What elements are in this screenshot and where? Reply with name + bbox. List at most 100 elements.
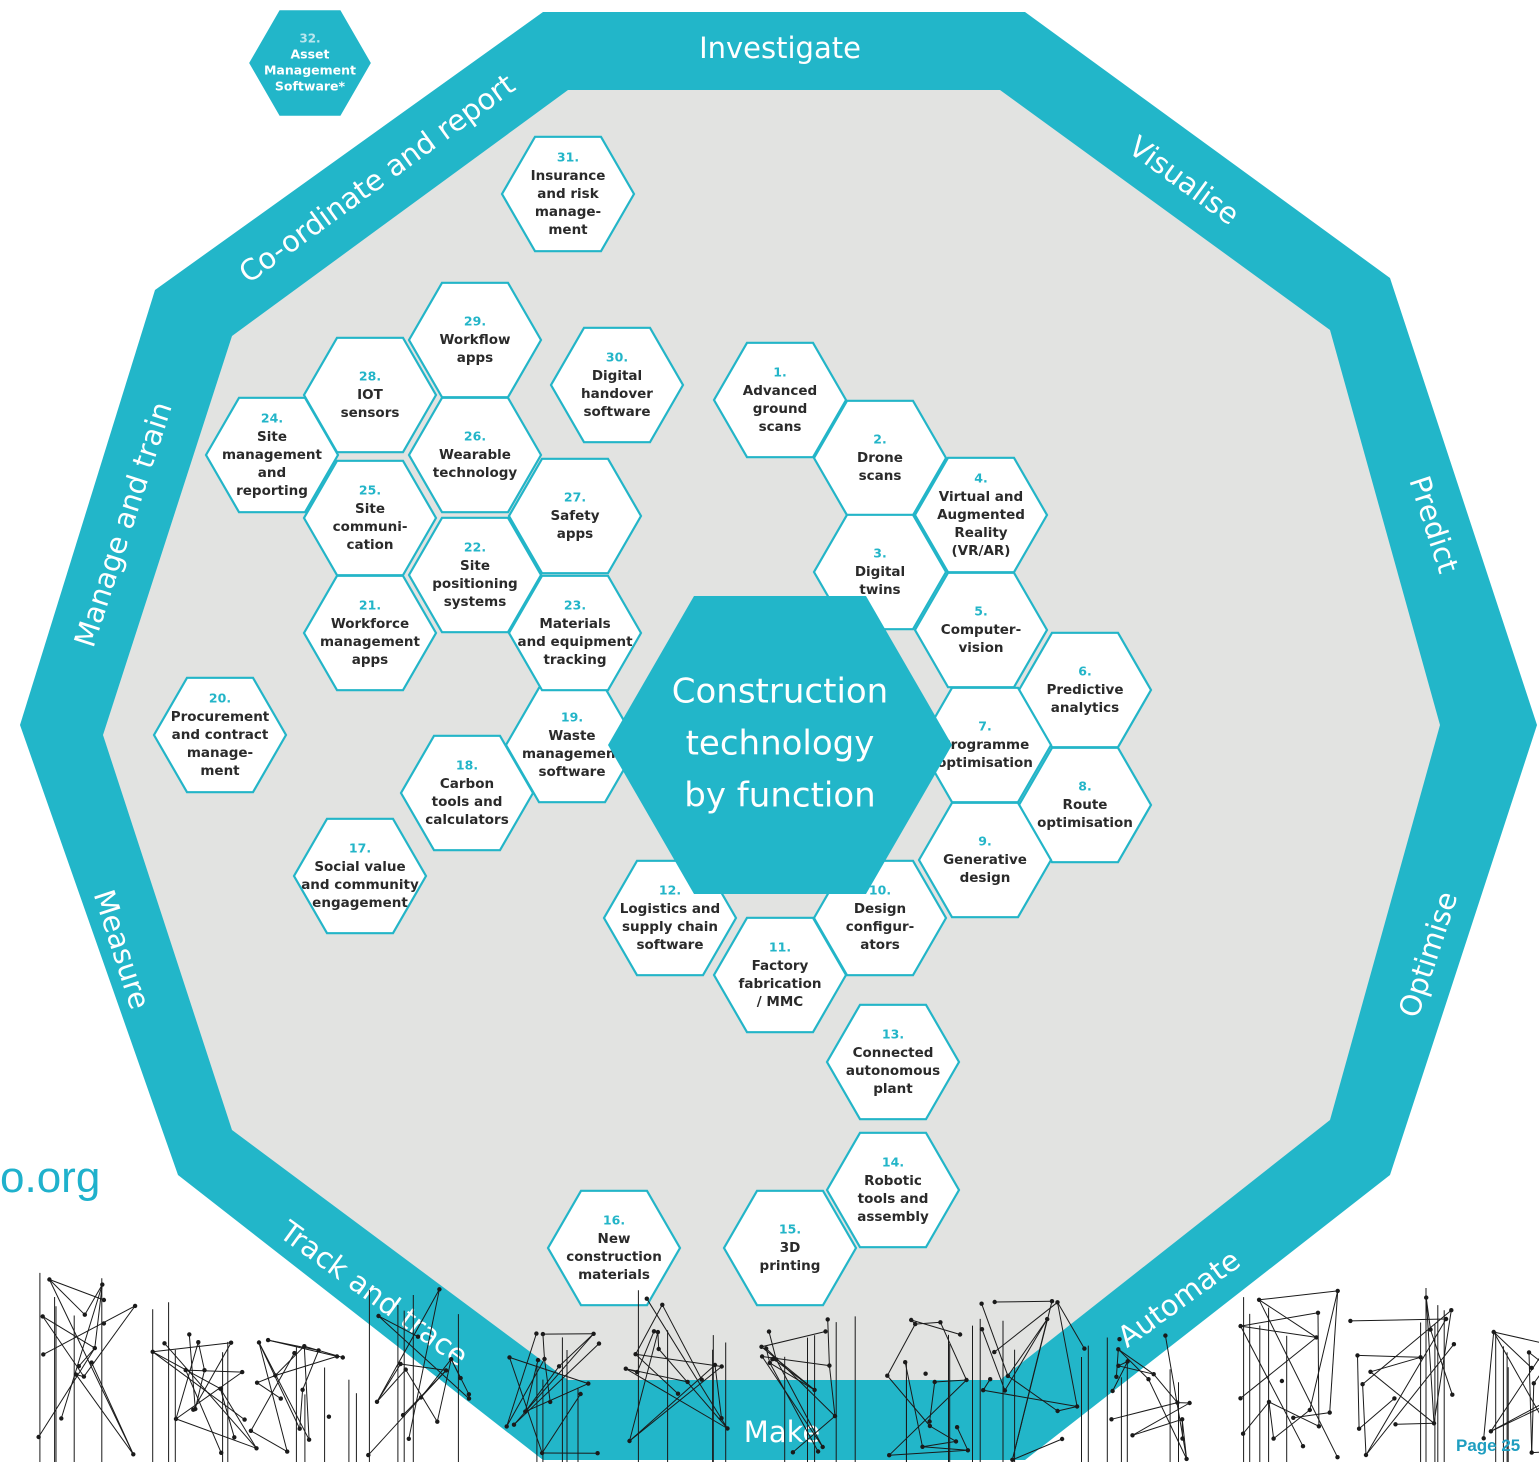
skyline-node [102,1298,106,1302]
skyline-node [992,1350,996,1354]
skyline-node [279,1396,283,1400]
skyline-line [176,1419,257,1448]
skyline-node [767,1329,771,1333]
tech-number: 9. [978,834,991,849]
tech-name-line: software [636,937,703,953]
skyline-node [229,1341,233,1345]
tech-number: 26. [464,429,486,444]
skyline-line [1241,1337,1317,1398]
skyline-line [1431,1330,1453,1395]
skyline-node [1530,1366,1534,1370]
skyline-node [645,1297,649,1301]
skyline-node [467,1396,471,1400]
tech-name-line: configur- [846,919,914,935]
asset-name-line: Management [264,63,356,78]
skyline-node [1368,1370,1372,1374]
tech-name-line: Safety [550,508,599,524]
tech-name-line: twins [859,582,900,598]
skyline-line [1371,1357,1421,1372]
skyline-node [89,1360,93,1364]
tech-name-line: Site [257,429,287,445]
skyline-node [196,1340,200,1344]
skyline-node [578,1392,582,1396]
tech-name-line: tools and [432,794,503,810]
skyline-node [1424,1295,1428,1299]
skyline-node [1006,1374,1010,1378]
skyline-node [542,1357,546,1361]
skyline-node [548,1400,552,1404]
skyline-node [676,1392,680,1396]
skyline-node [1432,1421,1436,1425]
tech-name-line: ators [860,937,900,953]
skyline-node [36,1435,40,1439]
skyline-node [980,1327,984,1331]
skyline-node [218,1387,222,1391]
skyline-node [151,1350,155,1354]
skyline-node [93,1346,97,1350]
skyline-line [95,1285,103,1349]
tech-name-line: ground [753,401,807,417]
skyline-node [1175,1400,1179,1404]
tech-number: 13. [882,1027,904,1042]
skyline-node [444,1368,448,1372]
skyline-line [186,1370,243,1372]
tech-name-line: vision [959,640,1004,656]
function-label-investigate: Investigate [699,31,861,65]
skyline-line [1371,1372,1435,1424]
tech-name-line: communi- [333,519,408,535]
skyline-line [268,1340,319,1350]
tech-number: 30. [606,350,628,365]
tech-name-line: and equipment [517,634,633,650]
skyline-node [1010,1458,1014,1462]
tech-name-line: apps [457,350,493,366]
tech-name-line: Route [1063,797,1108,813]
skyline-node [988,1377,992,1381]
skyline-line [257,1376,275,1383]
skyline-node [174,1417,178,1421]
skyline-node [928,1424,932,1428]
tech-number: 11. [769,940,791,955]
skyline-line [259,1343,287,1452]
tech-name-line: Drone [857,450,903,466]
tech-number: 1. [773,365,786,380]
tech-number: 23. [564,598,586,613]
tech-name-line: Reality [954,525,1007,541]
skyline-node [1130,1433,1134,1437]
skyline-node [913,1322,917,1326]
skyline-node [1082,1346,1086,1350]
skyline-node [41,1352,45,1356]
skyline-node [933,1380,937,1384]
tech-name-line: (VR/AR) [952,543,1011,559]
skyline-node [586,1381,590,1385]
tech-name-line: Predictive [1046,682,1123,698]
skyline-node [624,1367,628,1371]
skyline-node [760,1354,764,1358]
tech-name-line: tracking [543,652,606,668]
skyline-line [300,1390,303,1429]
skyline-node [307,1438,311,1442]
tech-name-line: optimisation [1037,815,1133,831]
skyline-node [791,1450,795,1454]
skyline-line [165,1343,257,1448]
skyline-line [1269,1402,1274,1439]
skyline-node [954,1439,958,1443]
tech-number: 18. [456,758,478,773]
skyline-node [964,1378,968,1382]
skyline-node [1428,1327,1432,1331]
skyline-node [823,1329,827,1333]
tech-name-line: 3D [780,1240,801,1256]
skyline-node [1110,1389,1114,1393]
skyline-node [507,1355,511,1359]
tech-name-line: reporting [236,483,308,499]
tech-number: 3. [873,546,886,561]
website-url-fragment[interactable]: o.org [0,1153,100,1203]
tech-name-line: Programme [941,737,1030,753]
skyline-node [720,1364,724,1368]
tech-name-line: materials [578,1267,650,1283]
skyline-node [719,1416,723,1420]
skyline-node [764,1346,768,1350]
skyline-node [774,1357,778,1361]
skyline-line [251,1353,295,1431]
